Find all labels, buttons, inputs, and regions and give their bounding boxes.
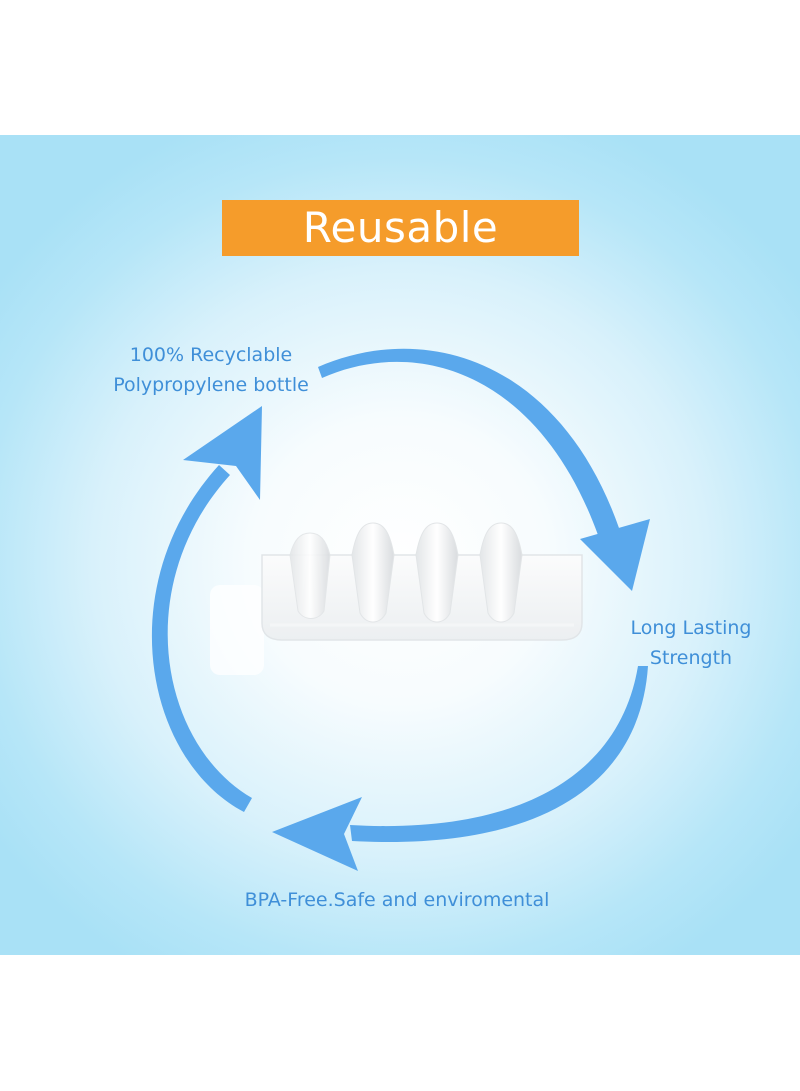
cycle-arrow-left (151, 406, 262, 812)
badge-title: Reusable (302, 203, 499, 252)
infographic-panel: Reusable 100% Recyclable Polypropylene b… (0, 135, 800, 955)
top-margin (0, 0, 800, 135)
strength-line-1: Long Lasting (630, 617, 752, 639)
bpa-free-text: BPA-Free.Safe and enviromental (244, 889, 550, 911)
reusable-cycle-graphic (151, 348, 650, 871)
bottom-margin (0, 955, 800, 1091)
bpa-free-label: BPA-Free.Safe and enviromental (212, 885, 582, 915)
reusable-badge: Reusable (222, 200, 579, 256)
recyclable-label: 100% Recyclable Polypropylene bottle (96, 340, 326, 400)
strength-line-2: Strength (649, 647, 733, 669)
cycle-arrow-bottom (272, 666, 648, 871)
cycle-arrow-top-right (318, 348, 650, 591)
ice-pack-image (210, 522, 583, 675)
recyclable-line-2: Polypropylene bottle (113, 374, 309, 396)
strength-label: Long Lasting Strength (606, 613, 776, 673)
recyclable-line-1: 100% Recyclable (129, 344, 293, 366)
